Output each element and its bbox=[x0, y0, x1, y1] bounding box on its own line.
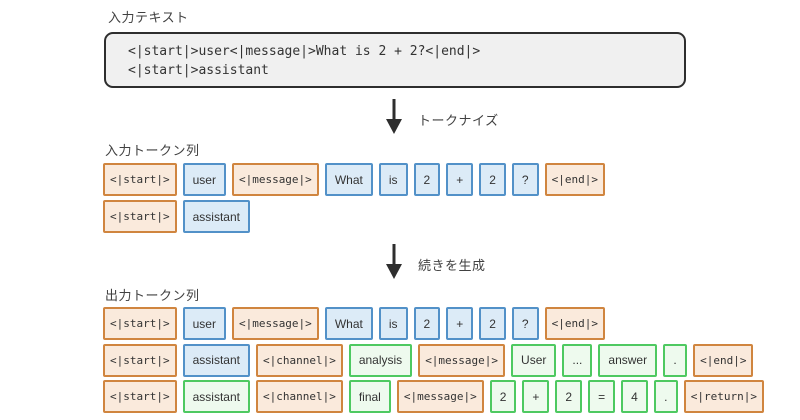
input-text-code-box: <|start|>user<|message|>What is 2 + 2?<|… bbox=[104, 32, 686, 88]
special-token: <|start|> bbox=[103, 307, 177, 340]
special-token: <|start|> bbox=[103, 343, 177, 377]
special-token: <|start|> bbox=[103, 163, 177, 196]
input-token: 2 bbox=[479, 307, 506, 340]
generated-token: + bbox=[522, 380, 550, 413]
code-line: <|start|>user<|message|>What is 2 + 2?<|… bbox=[128, 44, 481, 59]
tokenize-arrow-label: トークナイズ bbox=[418, 113, 499, 128]
down-arrow-icon bbox=[386, 244, 402, 279]
input-token: What bbox=[324, 307, 373, 340]
generated-token: 2 bbox=[489, 380, 517, 413]
input-token: What bbox=[324, 163, 373, 196]
generate-arrow-label: 続きを生成 bbox=[418, 258, 486, 273]
tokenize-arrow bbox=[386, 99, 402, 135]
output-tokens-label: 出力トークン列 bbox=[105, 288, 200, 303]
generate-arrow bbox=[386, 244, 402, 280]
generated-token: answer bbox=[598, 343, 658, 377]
token-row: <|start|>assistant<|channel|>final<|mess… bbox=[103, 380, 765, 413]
input-token: 2 bbox=[413, 163, 441, 196]
generated-token: analysis bbox=[348, 343, 413, 377]
input-token: user bbox=[182, 307, 226, 340]
input-text-label: 入力テキスト bbox=[108, 10, 189, 25]
special-token: <|end|> bbox=[693, 343, 754, 377]
special-token: <|return|> bbox=[683, 380, 765, 413]
input-token: assistant bbox=[182, 200, 250, 233]
generated-token: 4 bbox=[621, 380, 648, 413]
special-token: <|channel|> bbox=[255, 343, 343, 377]
special-token: <|message|> bbox=[396, 380, 484, 413]
generated-token: ... bbox=[562, 343, 593, 377]
token-row: <|start|>assistant bbox=[103, 200, 605, 233]
input-tokens-label: 入力トークン列 bbox=[105, 143, 200, 158]
input-token: + bbox=[446, 163, 474, 196]
input-token: is bbox=[378, 163, 408, 196]
input-token: assistant bbox=[182, 343, 250, 377]
generated-token: = bbox=[588, 380, 616, 413]
generated-token: . bbox=[663, 343, 688, 377]
down-arrow-icon bbox=[386, 99, 402, 134]
generated-token: . bbox=[653, 380, 678, 413]
special-token: <|end|> bbox=[544, 307, 605, 340]
token-row: <|start|>assistant<|channel|>analysis<|m… bbox=[103, 343, 764, 377]
input-token: 2 bbox=[479, 163, 506, 196]
input-token: user bbox=[182, 163, 226, 196]
generated-token: assistant bbox=[182, 380, 250, 413]
code-line: <|start|>assistant bbox=[128, 63, 269, 78]
special-token: <|start|> bbox=[103, 200, 177, 233]
generated-token: final bbox=[348, 380, 391, 413]
special-token: <|start|> bbox=[103, 380, 177, 413]
input-token: ? bbox=[511, 163, 539, 196]
input-token: + bbox=[446, 307, 474, 340]
special-token: <|message|> bbox=[231, 163, 319, 196]
input-token: is bbox=[378, 307, 408, 340]
input-token: ? bbox=[511, 307, 539, 340]
generated-token: 2 bbox=[555, 380, 583, 413]
input-token: 2 bbox=[413, 307, 441, 340]
generated-token: User bbox=[511, 343, 557, 377]
special-token: <|message|> bbox=[418, 343, 506, 377]
special-token: <|message|> bbox=[231, 307, 319, 340]
special-token: <|end|> bbox=[544, 163, 605, 196]
special-token: <|channel|> bbox=[255, 380, 343, 413]
